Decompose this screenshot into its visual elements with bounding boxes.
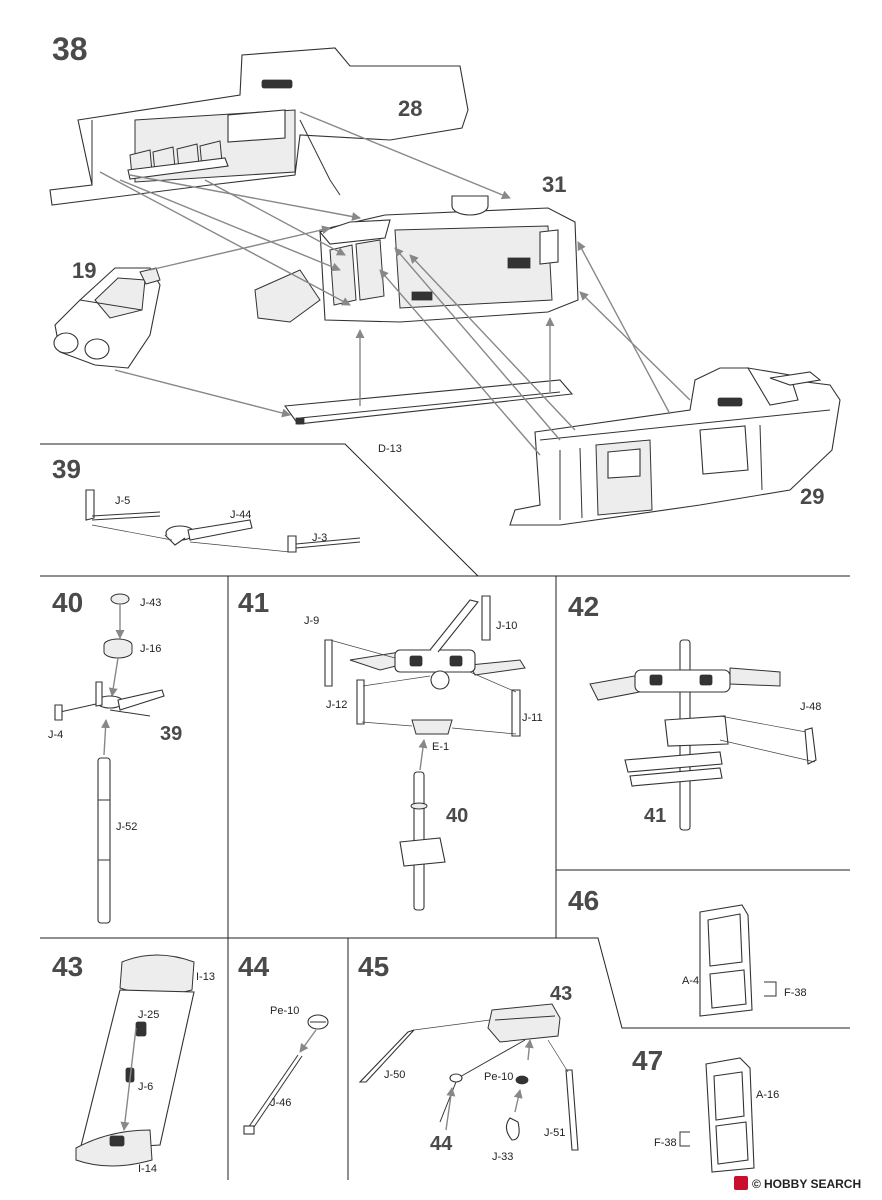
part-label-j52: J-52 bbox=[116, 821, 137, 833]
part-label-j6: J-6 bbox=[138, 1081, 153, 1093]
mast-assembly-40 bbox=[399, 771, 446, 911]
part-label-j12: J-12 bbox=[326, 699, 347, 711]
step-number-41: 41 bbox=[238, 587, 269, 618]
swashplate-linkage bbox=[85, 489, 361, 553]
part-label-j44: J-44 bbox=[230, 509, 251, 521]
watermark-symbol: © bbox=[752, 1177, 761, 1191]
floor-part-d13 bbox=[283, 379, 574, 425]
step-47: 47 A-16 F-38 bbox=[632, 1045, 779, 1173]
part-label-f38-46: F-38 bbox=[784, 987, 807, 999]
panel-dividers bbox=[40, 443, 850, 1180]
part-label-j48: J-48 bbox=[800, 701, 821, 713]
cabin-section-29 bbox=[509, 367, 841, 526]
step-number-38: 38 bbox=[52, 31, 88, 67]
mast-j52 bbox=[97, 757, 111, 924]
part-label-a16: A-16 bbox=[756, 1089, 779, 1101]
part-label-j4: J-4 bbox=[48, 729, 63, 741]
step-number-39: 39 bbox=[52, 454, 81, 484]
part-label-j11: J-11 bbox=[522, 712, 543, 724]
callout-40: 40 bbox=[446, 805, 468, 827]
step-39: 39 J-5 J-44 J-3 bbox=[52, 454, 361, 553]
step-41: 41 J-9 J-10 J-12 J-11 E-1 bbox=[238, 587, 543, 911]
step-number-42: 42 bbox=[568, 591, 599, 622]
callout-29: 29 bbox=[800, 484, 824, 509]
part-j43 bbox=[110, 593, 130, 605]
part-label-j10: J-10 bbox=[496, 620, 517, 632]
part-label-j46: J-46 bbox=[270, 1097, 291, 1109]
callout-39: 39 bbox=[160, 723, 182, 745]
part-label-pe10-44: Pe-10 bbox=[270, 1005, 299, 1017]
swashplate-assembly-39 bbox=[54, 681, 165, 721]
part-label-j51: J-51 bbox=[544, 1127, 565, 1139]
callout-28: 28 bbox=[398, 96, 422, 121]
step-46: 46 A-4 F-38 bbox=[568, 885, 807, 1017]
part-label-j25: J-25 bbox=[138, 1009, 159, 1021]
watermark: © HOBBY SEARCH bbox=[734, 1176, 861, 1191]
part-label-j50: J-50 bbox=[384, 1069, 405, 1081]
hobby-search-logo-icon bbox=[734, 1176, 748, 1190]
part-label-f38-47: F-38 bbox=[654, 1137, 677, 1149]
control-stick bbox=[243, 1014, 329, 1135]
cabin-section-28 bbox=[49, 47, 469, 206]
step-38: 38 28 bbox=[49, 31, 841, 526]
part-label-j9: J-9 bbox=[304, 615, 319, 627]
part-label-j5: J-5 bbox=[115, 495, 130, 507]
cabin-section-31 bbox=[254, 195, 579, 323]
callout-41: 41 bbox=[644, 805, 666, 827]
seat-assembly bbox=[75, 954, 195, 1167]
part-label-i14: I-14 bbox=[138, 1163, 157, 1175]
bench-seats bbox=[127, 140, 229, 180]
step-number-45: 45 bbox=[358, 951, 389, 982]
part-j16 bbox=[103, 638, 133, 659]
step-42: 42 J-48 41 bbox=[568, 591, 821, 831]
rotor-with-mast-41 bbox=[589, 639, 817, 831]
step-number-46: 46 bbox=[568, 885, 599, 916]
part-label-j3: J-3 bbox=[312, 532, 327, 544]
door-a4 bbox=[699, 904, 777, 1017]
assembly-arrows-38 bbox=[99, 111, 691, 456]
part-label-j33: J-33 bbox=[492, 1151, 513, 1163]
step-number-40: 40 bbox=[52, 587, 83, 618]
part-label-a4: A-4 bbox=[682, 975, 699, 987]
nose-section-19 bbox=[53, 267, 161, 369]
part-label-pe10-45: Pe-10 bbox=[484, 1071, 513, 1083]
callout-44: 44 bbox=[430, 1133, 453, 1155]
step-number-47: 47 bbox=[632, 1045, 663, 1076]
step-45: 45 43 J-50 Pe-10 J-51 J-33 44 bbox=[358, 951, 579, 1163]
step-43: 43 I-13 J-25 J-6 I-14 bbox=[52, 951, 215, 1175]
callout-31: 31 bbox=[542, 172, 566, 197]
seat-with-controls bbox=[358, 1003, 579, 1151]
part-label-j43: J-43 bbox=[140, 597, 161, 609]
callout-19: 19 bbox=[72, 258, 96, 283]
rotor-hub-assembly bbox=[324, 595, 526, 737]
callout-43: 43 bbox=[550, 983, 572, 1005]
part-label-e1: E-1 bbox=[432, 741, 449, 753]
part-label-i13: I-13 bbox=[196, 971, 215, 983]
part-label-d13: D-13 bbox=[378, 443, 402, 455]
step-44: 44 Pe-10 J-46 bbox=[238, 951, 329, 1135]
step-40: 40 J-43 J-16 39 J-4 J-52 bbox=[48, 587, 182, 924]
step-number-43: 43 bbox=[52, 951, 83, 982]
door-a16 bbox=[679, 1057, 755, 1173]
step-number-44: 44 bbox=[238, 951, 270, 982]
watermark-brand: HOBBY SEARCH bbox=[764, 1177, 861, 1191]
part-label-j16: J-16 bbox=[140, 643, 161, 655]
